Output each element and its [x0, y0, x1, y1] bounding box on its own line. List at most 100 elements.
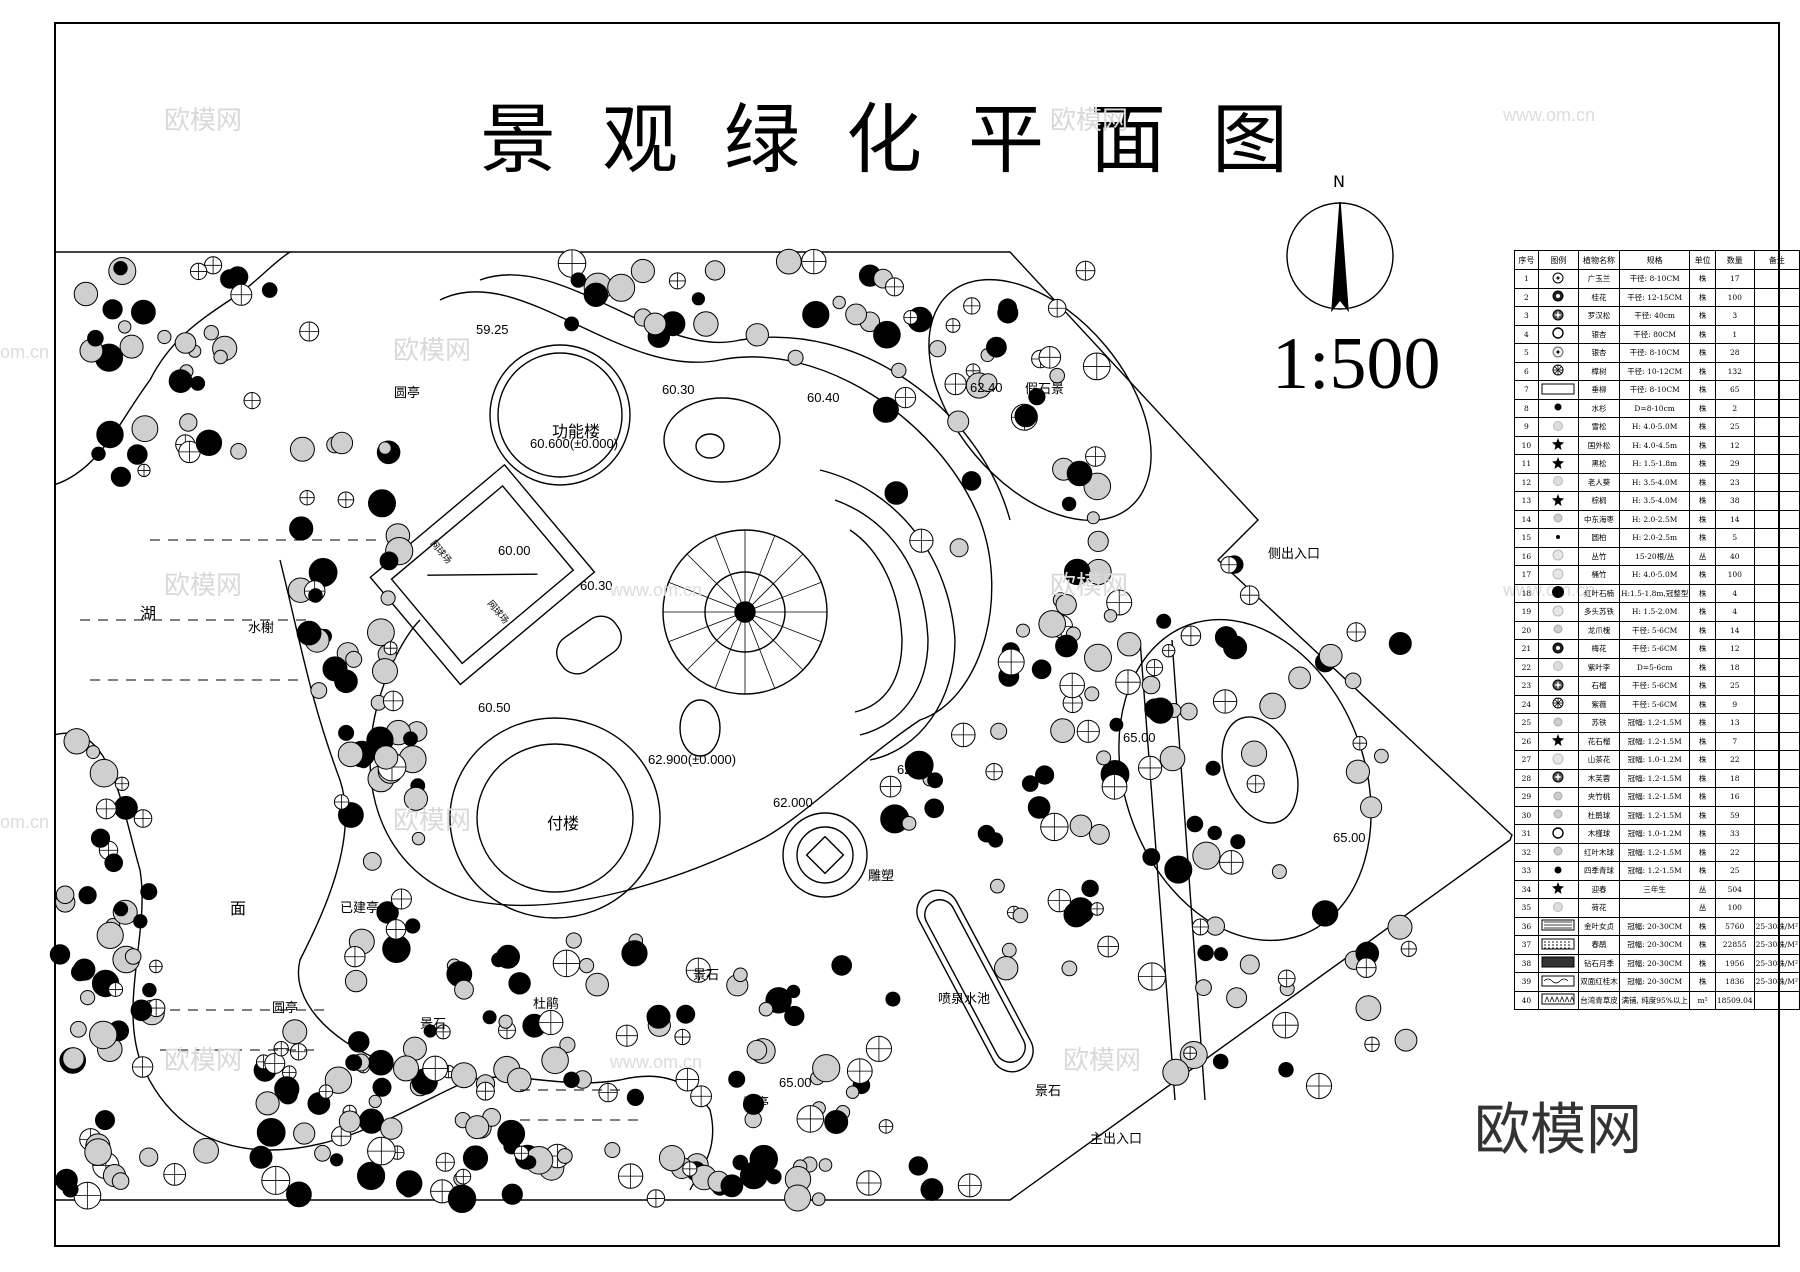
watermark: 欧模网: [1063, 1046, 1142, 1076]
elevation-mark: 62.40: [970, 380, 1003, 395]
legend-cell-note: [1753, 398, 1800, 418]
tree-icon: [676, 1004, 696, 1024]
legend-cell-note: [1753, 287, 1800, 307]
tree-icon: [193, 1137, 220, 1164]
elevation-mark: 60.00: [498, 543, 531, 558]
tree-spoke: [299, 321, 319, 341]
tree-spoke: [690, 1085, 712, 1107]
tree-icon: [924, 798, 945, 819]
north-label: N: [1333, 172, 1345, 191]
annex-building-elevation: 62.900(±0.000): [648, 752, 737, 767]
watermark-url: www.om.cn: [610, 580, 703, 600]
legend-cell-unit: 株: [1689, 343, 1716, 363]
legend-cell-no: 22: [1514, 657, 1539, 677]
legend-cell-unit: 株: [1689, 861, 1716, 881]
legend-cell-name: 广玉兰: [1578, 269, 1620, 289]
pavilion-label-1: 圆亭: [394, 386, 421, 401]
tree-icon: [114, 795, 138, 820]
tree-icon: [845, 1085, 860, 1099]
legend-cell-name: 桂花: [1578, 287, 1620, 307]
tree-icon: [1069, 814, 1093, 838]
legend-symbol-dark-circle-icon: [1537, 639, 1580, 659]
tree-icon: [368, 1094, 382, 1109]
legend-cell-qty: 14: [1714, 509, 1755, 529]
legend-cell-spec: 冠幅: 1.0-1.2M: [1618, 824, 1691, 844]
legend-cell-unit: 株: [1689, 380, 1716, 400]
tree-icon: [802, 301, 830, 329]
lake-label-2: 面: [230, 899, 247, 918]
tree-icon: [1016, 623, 1030, 638]
legend-header: 备注: [1753, 250, 1800, 270]
tree-spoke: [1090, 902, 1104, 916]
tree-spoke: [430, 1179, 454, 1203]
legend-cell-qty: 18: [1714, 768, 1755, 788]
legend-cell-spec: 冠幅: 20-30CM: [1618, 972, 1691, 992]
tree-spoke: [1353, 736, 1367, 750]
legend-cell-unit: 株: [1689, 824, 1716, 844]
tree-icon: [643, 312, 667, 336]
legend-cell-name: 紫叶李: [1578, 657, 1620, 677]
tree-icon: [742, 1093, 765, 1115]
legend-cell-no: 14: [1514, 509, 1539, 529]
tree-spoke: [618, 1163, 643, 1189]
tree-icon: [1141, 675, 1161, 695]
tree-icon: [286, 1181, 312, 1208]
tree-spoke: [1138, 756, 1162, 780]
legend-cell-qty: 1956: [1714, 953, 1755, 973]
legend-cell-name: 银杏: [1578, 324, 1620, 344]
tennis-court: [369, 463, 596, 686]
tree-icon: [289, 516, 314, 541]
tree-spoke: [230, 284, 252, 306]
tree-icon: [1066, 460, 1093, 487]
tree-spoke: [132, 1056, 153, 1078]
legend-cell-name: 夹竹桃: [1578, 787, 1620, 807]
tree-icon: [131, 415, 159, 443]
tree-icon: [190, 376, 206, 391]
tree-spoke: [96, 799, 117, 819]
legend-cell-spec: 干径: 5-6CM: [1618, 620, 1691, 640]
tree-icon: [812, 1054, 841, 1083]
tree-icon: [63, 728, 90, 755]
tree-icon: [556, 1148, 573, 1164]
tree-icon: [872, 396, 899, 423]
legend-cell-unit: 株: [1689, 287, 1716, 307]
tree-spoke: [945, 373, 967, 395]
legend-cell-name: 梅花: [1578, 639, 1620, 659]
tree-icon: [133, 914, 148, 929]
tree-spoke: [1115, 669, 1141, 695]
tree-icon: [758, 1001, 774, 1017]
tree-spoke: [909, 529, 934, 553]
tree-icon: [1055, 634, 1078, 658]
legend-cell-spec: H:1.5-1.8m,冠整型: [1618, 583, 1691, 603]
legend-cell-note: [1753, 269, 1800, 289]
legend-cell-note: [1753, 694, 1800, 714]
legend-cell-qty: 22855: [1714, 935, 1755, 955]
tree-icon: [1012, 907, 1029, 924]
legend-cell-unit: m²: [1689, 990, 1716, 1010]
watermark: 欧模网: [1050, 571, 1129, 601]
legend-cell-spec: 冠幅: 1.2-1.5M: [1618, 805, 1691, 825]
tree-icon: [811, 1192, 826, 1206]
tree-icon: [728, 1070, 746, 1088]
legend-cell-qty: 100: [1714, 565, 1755, 585]
legend-cell-name: 山茶花: [1578, 750, 1620, 770]
legend-symbol-light-dot-icon: [1537, 713, 1580, 733]
tree-spoke: [856, 1170, 882, 1196]
legend-cell-qty: 2: [1714, 398, 1755, 418]
tree-icon: [289, 436, 315, 462]
tree-icon: [450, 1062, 477, 1089]
tree-spoke: [290, 1043, 307, 1060]
legend-cell-spec: H: 4.0-4.5m: [1618, 435, 1691, 455]
tree-spoke: [1278, 970, 1296, 987]
legend-symbol-asterisk-icon: [1537, 454, 1580, 474]
tree-icon: [585, 972, 610, 997]
tree-icon: [873, 320, 901, 349]
